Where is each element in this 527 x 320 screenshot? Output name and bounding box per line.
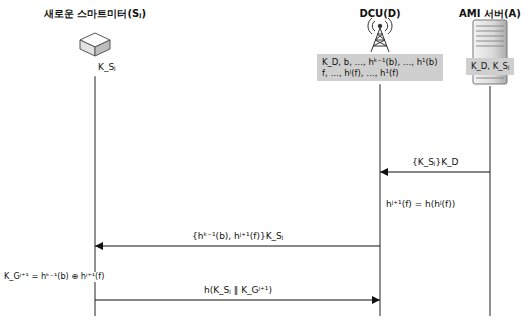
stored-values: K_D, K_Sⱼ	[471, 61, 509, 72]
signal-arcs-right	[385, 18, 392, 34]
participant-column: 새로운 스마트미터(Sⱼ) K_Sⱼ	[30, 4, 160, 316]
stored-values: f, …, hʲ(f), …, h¹(f)	[322, 68, 438, 79]
participant-name: AMI 서버(A)	[454, 8, 526, 21]
lifeline	[490, 86, 491, 316]
participant-name: 새로운 스마트미터(Sⱼ)	[30, 8, 160, 21]
dcu-tower-icon	[368, 18, 392, 52]
server-base	[476, 78, 504, 79]
key-store-box: K_D, b, …, hᵏ⁻¹(b), …, h¹(b)f, …, hʲ(f),…	[317, 54, 443, 81]
message-arrow	[380, 171, 490, 172]
stored-values: K_D, b, …, hᵏ⁻¹(b), …, h¹(b)	[322, 57, 438, 68]
computation-note: K_Gʲ⁺¹ = hᵏ⁻¹(b) ⊕ hʲ⁺¹(f)	[3, 272, 105, 282]
meter-left-face	[80, 40, 95, 56]
tower-antenna	[378, 24, 382, 28]
server-bays	[476, 26, 504, 46]
message-arrow	[95, 299, 380, 300]
computation-note: hʲ⁺¹(f) = h(hʲ(f))	[385, 199, 456, 210]
lifeline	[380, 84, 381, 316]
key-label: K_Sⱼ	[98, 62, 116, 73]
message-label: {K_Sⱼ}K_D	[411, 157, 459, 168]
message-label: {hᵏ⁻¹(b), hʲ⁺¹(f)}K_Sⱼ	[191, 231, 284, 242]
tower-lattice	[371, 28, 389, 52]
smart-meter-icon	[80, 33, 110, 56]
signal-arcs-left	[368, 18, 375, 34]
message-arrow	[95, 245, 380, 246]
message-label: h(K_Sⱼ ‖ K_Gʲ⁺¹)	[203, 285, 273, 296]
participant-column: AMI 서버(A) K_D, K_Sⱼ	[454, 4, 526, 316]
participant-name: DCU(D)	[318, 8, 442, 21]
meter-right-face	[95, 40, 110, 56]
key-store-box: K_D, K_Sⱼ	[466, 58, 514, 75]
